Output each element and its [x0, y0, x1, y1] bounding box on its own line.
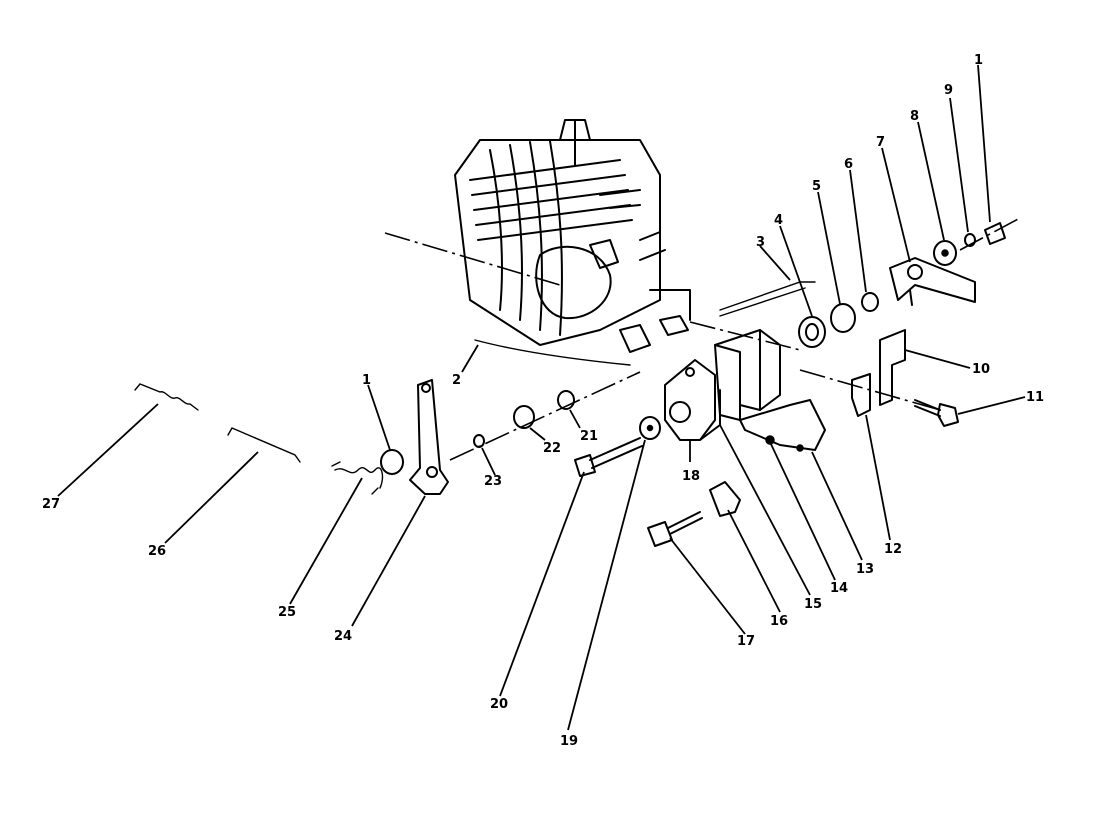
part-12-clip — [851, 373, 871, 417]
parts-19-to-23-fasteners — [473, 390, 661, 477]
control-bracket — [664, 329, 826, 452]
callout-1-top: 1 — [974, 53, 983, 68]
callout-4: 4 — [774, 213, 783, 228]
parts-4-to-9-stack — [798, 222, 1006, 348]
callout-9: 9 — [944, 83, 953, 98]
callout-16: 16 — [770, 614, 788, 629]
callout-24: 24 — [334, 629, 352, 644]
callout-21: 21 — [580, 429, 598, 444]
callout-8: 8 — [910, 109, 919, 124]
callout-2: 2 — [452, 373, 461, 388]
callout-11: 11 — [1026, 390, 1044, 405]
callout-26: 26 — [148, 544, 166, 559]
part-10-bracket — [879, 329, 906, 406]
part-2-rod — [474, 339, 631, 366]
engine-block — [454, 119, 691, 353]
callout-18: 18 — [682, 469, 700, 484]
callout-17: 17 — [737, 634, 755, 649]
part-11-bolt — [914, 399, 959, 427]
callout-22: 22 — [543, 441, 561, 456]
part-24-lever — [380, 379, 449, 495]
part-17-screw — [647, 511, 703, 547]
callout-7: 7 — [876, 135, 885, 150]
callout-13: 13 — [856, 562, 874, 577]
callout-20: 20 — [490, 697, 508, 712]
callout-12: 12 — [884, 542, 902, 557]
assembly-axes — [384, 217, 1021, 461]
part-3-link — [719, 281, 816, 317]
callout-3: 3 — [756, 235, 765, 250]
callout-1-left: 1 — [362, 373, 371, 388]
part-27-spring — [134, 383, 199, 411]
callout-19: 19 — [560, 734, 578, 749]
callout-6: 6 — [844, 157, 853, 172]
callout-10: 10 — [972, 362, 990, 377]
callout-27: 27 — [42, 497, 60, 512]
callout-25: 25 — [278, 605, 296, 620]
part-16-clamp — [709, 481, 741, 517]
callout-5: 5 — [812, 179, 821, 194]
part-25-spring — [331, 461, 384, 495]
callout-15: 15 — [804, 597, 822, 612]
callout-labels: 1 9 8 7 6 5 4 3 10 11 12 13 14 15 16 17 … — [42, 53, 1044, 749]
callout-23: 23 — [484, 474, 502, 489]
part-26-wire — [227, 427, 301, 463]
callout-14: 14 — [830, 581, 848, 596]
leader-lines — [57, 64, 1026, 731]
